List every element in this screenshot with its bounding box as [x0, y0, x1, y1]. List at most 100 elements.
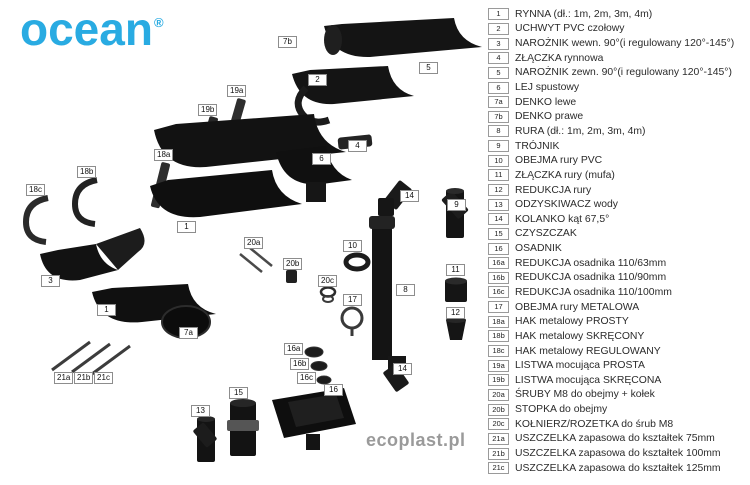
- pipe-clamp-metal-shape: [340, 306, 364, 336]
- legend-item-label: OSADNIK: [515, 243, 562, 255]
- legend-item: 8 RURA (dł.: 1m, 2m, 3m, 4m): [488, 124, 748, 139]
- legend-item-number: 16a: [488, 257, 509, 270]
- legend-item: 3 NAROŻNIK wewn. 90°(i regulowany 120°-14…: [488, 36, 748, 51]
- legend-item: 9 TRÓJNIK: [488, 139, 748, 154]
- legend-item-number: 21b: [488, 447, 509, 460]
- legend-item-number: 4: [488, 52, 509, 65]
- diagram-callout: 5: [419, 62, 438, 74]
- legend-item-number: 19b: [488, 374, 509, 387]
- legend-item-label: HAK metalowy REGULOWANY: [515, 345, 661, 357]
- downpipe-shape: [372, 216, 392, 360]
- gutter-section-b-shape: [150, 170, 302, 218]
- legend-item: 5 NAROŻNIK zewn. 90°(i regulowany 120°-14…: [488, 66, 748, 81]
- diagram-callout: 21b: [74, 372, 94, 384]
- diagram-callout: 21a: [54, 372, 74, 384]
- legend-item-number: 13: [488, 198, 509, 211]
- legend-item: 12 REDUKCJA rury: [488, 183, 748, 198]
- inner-corner-wing-shape: [96, 228, 145, 270]
- legend-item-number: 9: [488, 140, 509, 153]
- legend-item-label: DENKO lewe: [515, 96, 577, 108]
- legend-item-label: ZŁĄCZKA rynnowa: [515, 52, 604, 64]
- legend-item: 14 KOLANKO kąt 67,5°: [488, 212, 748, 227]
- diagram-callout: 7a: [179, 327, 198, 339]
- diagram-callout: 16a: [284, 343, 304, 355]
- legend-item-number: 3: [488, 37, 509, 50]
- legend-item-number: 21a: [488, 432, 509, 445]
- legend-item-number: 12: [488, 184, 509, 196]
- legend-item-label: NAROŻNIK wewn. 90°(i regulowany 120°-145…: [515, 38, 735, 50]
- diagram-callout: 17: [343, 294, 362, 306]
- exploded-parts-diagram: [22, 18, 482, 462]
- legend-item-label: DENKO prawe: [515, 111, 584, 123]
- legend-item-number: 16: [488, 242, 509, 255]
- diagram-callout: 10: [343, 240, 362, 252]
- legend-item: 16a REDUKCJA osadnika 110/63mm: [488, 256, 748, 271]
- cleanout-shape: [227, 399, 259, 456]
- diagram-callout: 18b: [77, 166, 97, 178]
- legend-item: 20b STOPKA do obejmy: [488, 402, 748, 417]
- legend-item-label: KOLANKO kąt 67,5°: [515, 213, 610, 225]
- legend-item-number: 10: [488, 154, 509, 167]
- legend-item-number: 7b: [488, 110, 509, 123]
- diagram-callout: 19b: [198, 104, 218, 116]
- diagram-callout: 15: [229, 387, 248, 399]
- legend-item-number: 21c: [488, 462, 509, 475]
- legend-item-number: 17: [488, 301, 509, 314]
- diagram-callout: 18a: [154, 149, 174, 161]
- legend-item: 7b DENKO prawe: [488, 109, 748, 124]
- legend-item-number: 20b: [488, 403, 509, 416]
- water-collector-shape: [193, 416, 217, 462]
- legend-item-label: TRÓJNIK: [515, 140, 560, 152]
- outlet-funnel-shape: [306, 182, 326, 202]
- rosette-shape: [319, 286, 337, 303]
- diagram-callout: 6: [312, 153, 331, 165]
- legend-item-label: ZŁĄCZKA rury (mufa): [515, 169, 615, 181]
- diagram-callout: 9: [447, 199, 466, 211]
- pipe-coupler-shape: [445, 277, 467, 302]
- legend-item-label: REDUKCJA osadnika 110/100mm: [515, 286, 672, 298]
- legend-item-number: 5: [488, 66, 509, 79]
- elbow-top-shape: [378, 180, 412, 216]
- legend-item-number: 14: [488, 213, 509, 226]
- registered-mark-icon: ®: [153, 15, 164, 30]
- legend-item-label: STOPKA do obejmy: [515, 404, 608, 416]
- legend-item-number: 7a: [488, 96, 509, 109]
- legend-item-label: REDUKCJA rury: [515, 184, 592, 196]
- legend-item-label: RYNNA (dł.: 1m, 2m, 3m, 4m): [515, 8, 653, 20]
- legend-item: 7a DENKO lewe: [488, 95, 748, 110]
- diagram-callout: 11: [446, 264, 465, 276]
- legend-item-label: NAROŻNIK zewn. 90°(i regulowany 120°-145…: [515, 67, 732, 79]
- diagram-callout: 16b: [290, 358, 310, 370]
- diagram-callout: 14: [400, 190, 419, 202]
- legend-item-label: HAK metalowy PROSTY: [515, 316, 629, 328]
- legend-item-number: 19a: [488, 359, 509, 372]
- legend-item: 16 OSADNIK: [488, 241, 748, 256]
- outer-corner-gutter-shape: [324, 18, 482, 58]
- legend-item-number: 8: [488, 125, 509, 138]
- legend-item-number: 20a: [488, 388, 509, 401]
- diagram-callout: 20c: [318, 275, 337, 287]
- diagram-callout: 7b: [278, 36, 297, 48]
- catch-basin-shape: [272, 388, 356, 450]
- legend-item-label: REDUKCJA osadnika 110/63mm: [515, 257, 667, 269]
- legend-item-number: 18b: [488, 330, 509, 343]
- legend-item-label: HAK metalowy SKRĘCONY: [515, 330, 645, 342]
- downpipe-socket-shape: [369, 216, 395, 229]
- legend-item-number: 15: [488, 227, 509, 240]
- legend-item-label: RURA (dł.: 1m, 2m, 3m, 4m): [515, 125, 646, 137]
